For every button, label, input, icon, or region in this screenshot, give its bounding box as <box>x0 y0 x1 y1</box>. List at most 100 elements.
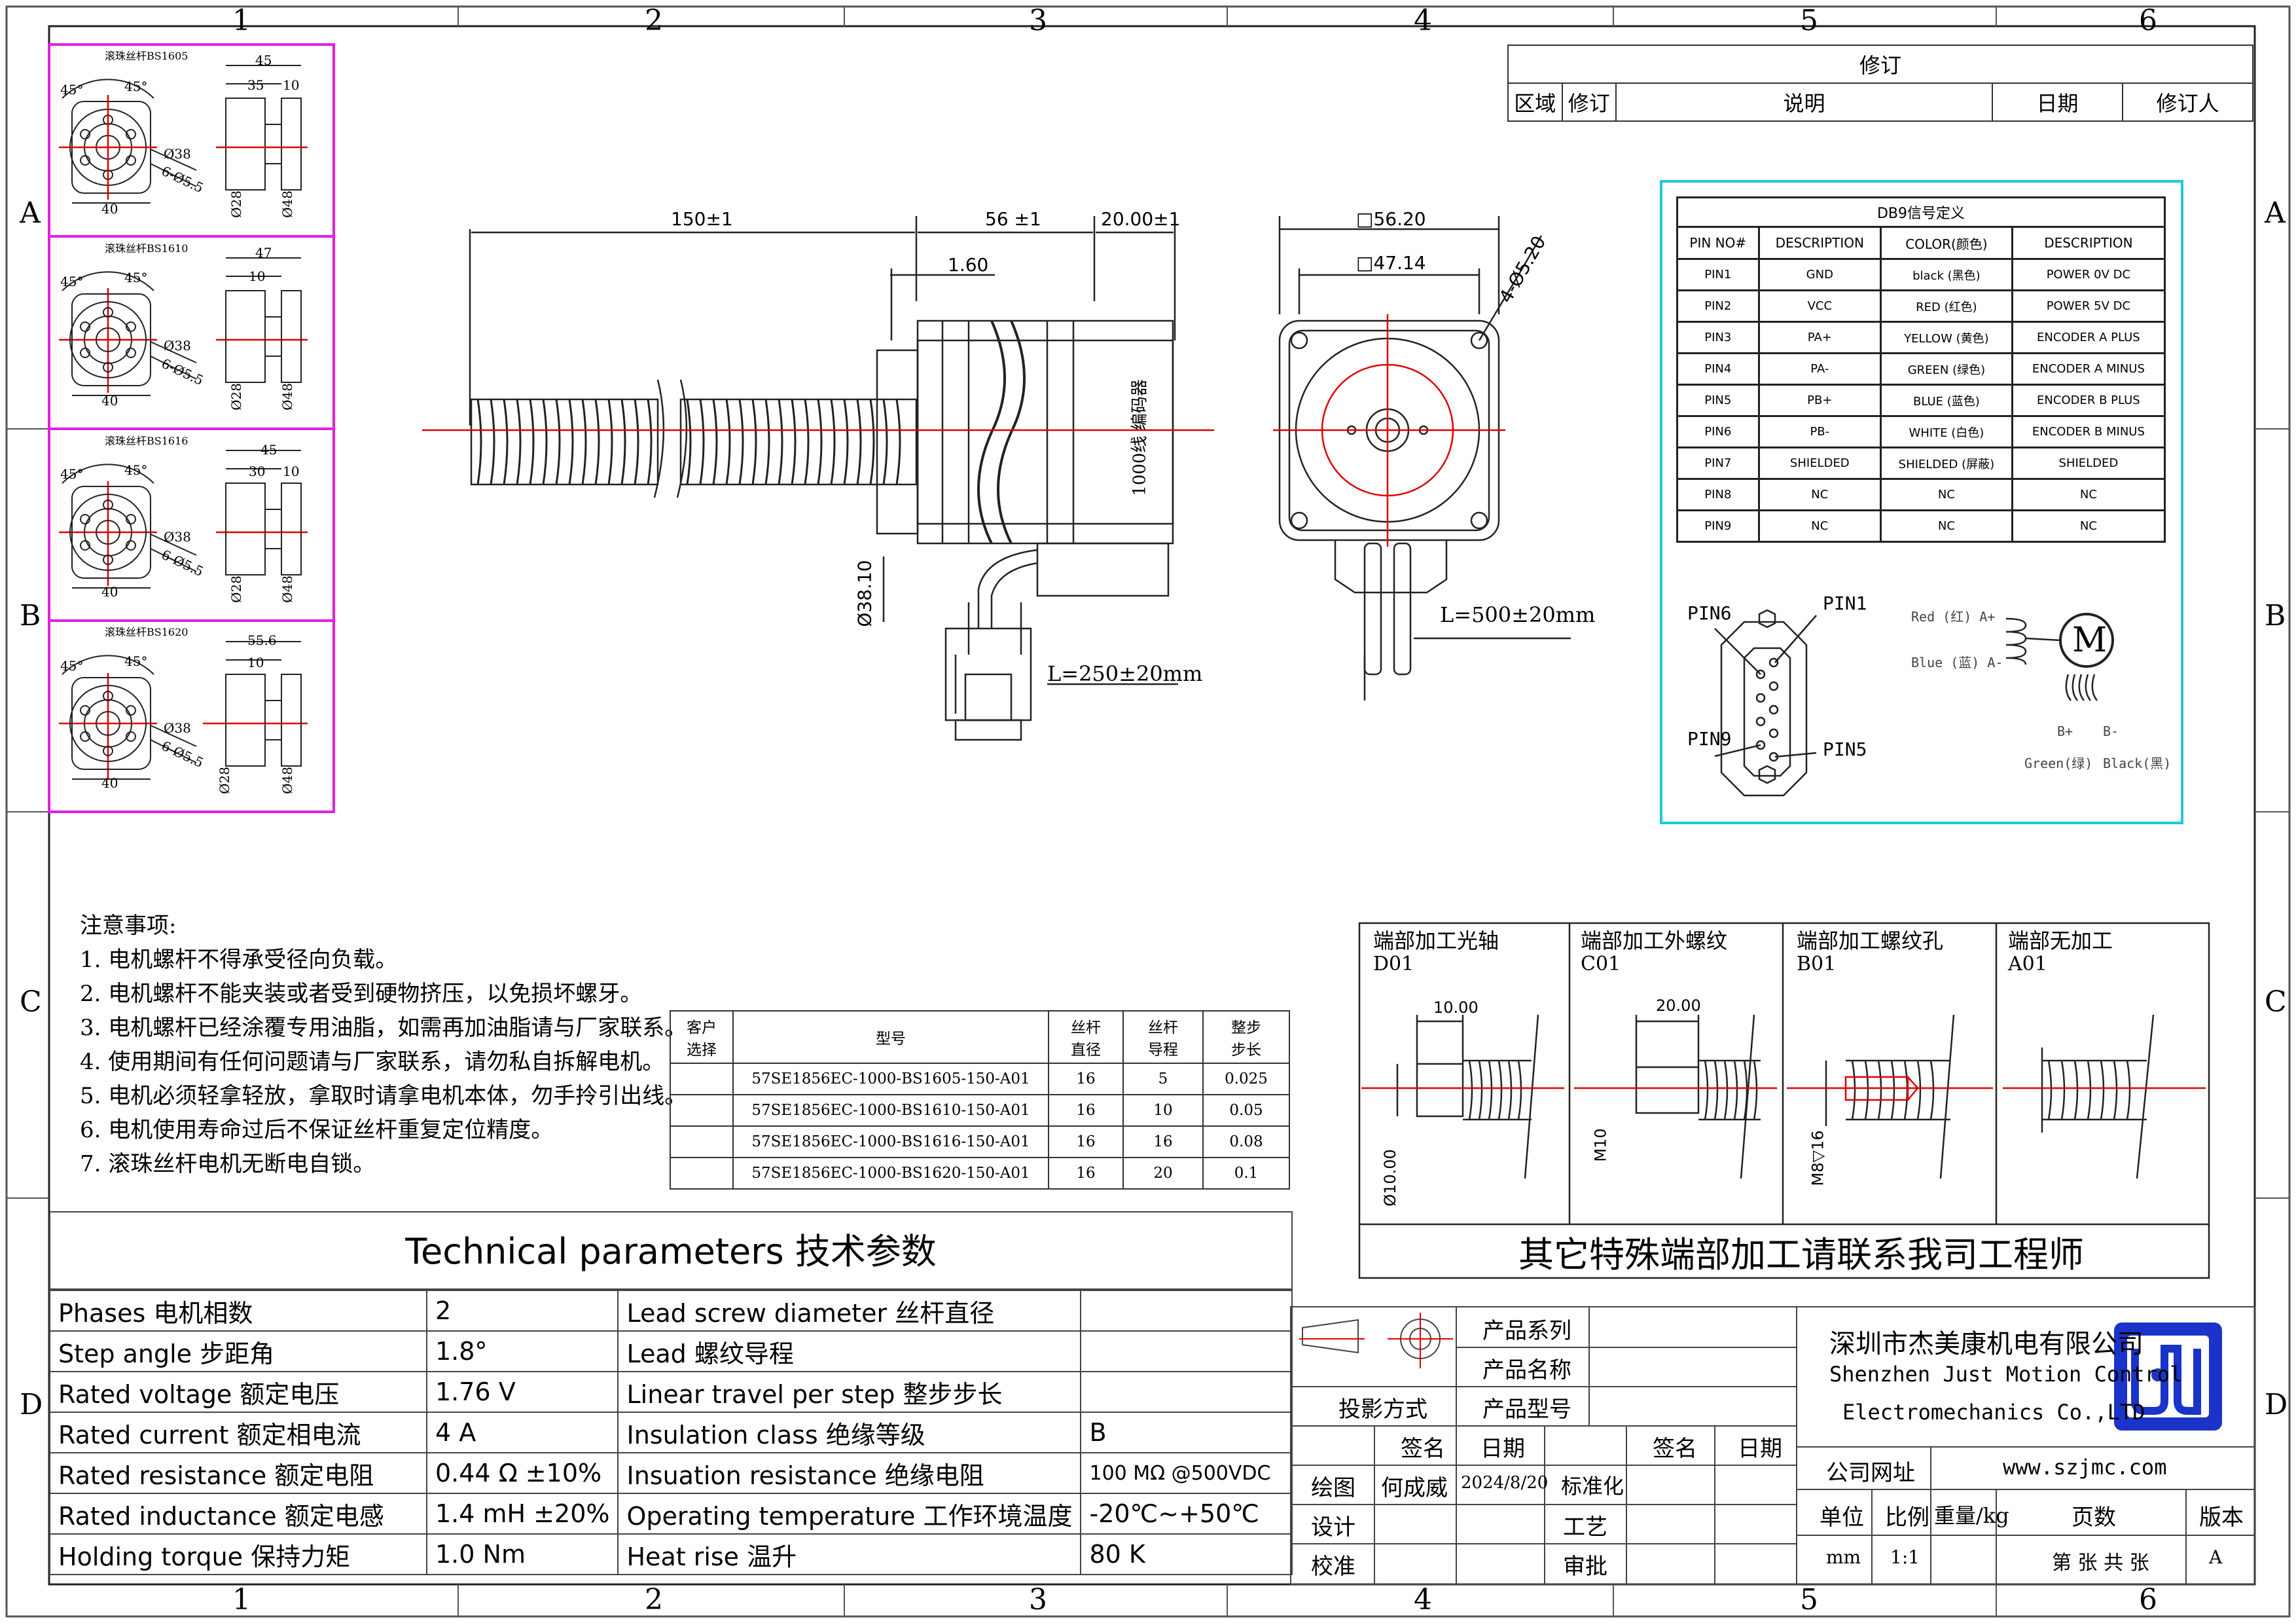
model-cell[interactable] <box>670 1094 734 1127</box>
motor-symbol: M <box>2072 621 2108 660</box>
db9-cell: SHIELDED <box>2011 447 2166 480</box>
end-opt-title-d01: 端部加工光轴 <box>1373 928 1499 953</box>
variant-d1-2: Ø38 <box>164 338 191 354</box>
variant-dim-3b: 30 <box>249 464 266 479</box>
revision-table: 修订 区域 修订 说明 日期 修订人 <box>1507 45 2253 122</box>
db9-cell: PIN3 <box>1676 321 1760 354</box>
model-cell[interactable] <box>670 1063 734 1095</box>
note-item: 1. 电机螺杆不得承受径向负载。 <box>80 947 398 973</box>
row-label-b-r: B <box>2265 599 2286 632</box>
tech-label: Phases 电机相数 <box>49 1290 427 1332</box>
pin-label-6: PIN6 <box>1687 602 1732 624</box>
tb-draw-date: 2024/8/20 <box>1461 1473 1549 1493</box>
variant-d1-3: Ø38 <box>164 529 191 545</box>
db9-frame <box>1660 180 2183 824</box>
col-label-3: 3 <box>1029 4 1047 37</box>
db9-cell: PB- <box>1757 415 1882 448</box>
tb-draw: 绘图 <box>1311 1475 1355 1501</box>
tech-label: Rated voltage 额定电压 <box>49 1371 427 1413</box>
tech-label: Holding torque 保持力矩 <box>49 1533 427 1575</box>
variant-dim-3c: 10 <box>283 464 300 479</box>
tech-label: Operating temperature 工作环境温度 <box>617 1493 1082 1535</box>
db9-cell: BLUE (蓝色) <box>1880 384 2013 417</box>
revision-header-date: 日期 <box>1992 82 2123 122</box>
tech-label: Insuation resistance 绝缘电阻 <box>617 1452 1082 1494</box>
model-cell: 16 <box>1048 1157 1124 1190</box>
variant-dim-2a: 47 <box>255 245 272 261</box>
tech-title: Technical parameters 技术参数 <box>49 1211 1293 1290</box>
db9-signal-table: DB9信号定义 PIN NO# DESCRIPTION COLOR(颜色) DE… <box>1676 196 2166 543</box>
pages-value: 第 张 共 张 <box>2052 1552 2149 1575</box>
col-label-6: 6 <box>2139 4 2157 37</box>
tb-sign2: 签名 <box>1653 1436 1697 1462</box>
col-label-2: 2 <box>645 4 663 37</box>
motor-side-view <box>469 216 1178 741</box>
col-label-4b: 4 <box>1414 1583 1432 1616</box>
note-item: 4. 使用期间有任何问题请与厂家联系，请勿私自拆解电机。 <box>80 1049 665 1075</box>
tech-value: B <box>1080 1412 1293 1453</box>
db9-header-color: COLOR(颜色) <box>1880 226 2013 260</box>
db9-cell: POWER 5V DC <box>2011 289 2166 323</box>
dim-end-length: 20.00±1 <box>1101 208 1181 230</box>
end-opt-dim1-d01: 10.00 <box>1433 998 1479 1017</box>
tb-date2: 日期 <box>1738 1436 1782 1462</box>
model-cell[interactable] <box>670 1157 734 1190</box>
model-cell: 57SE1856EC-1000-BS1605-150-A01 <box>732 1063 1049 1095</box>
tech-value: 1.0 Nm <box>425 1533 619 1575</box>
tech-label: Lead 螺纹导程 <box>617 1330 1082 1372</box>
db9-cell: PIN5 <box>1676 384 1760 417</box>
db9-cell: NC <box>2011 478 2166 511</box>
dim-total-length: 150±1 <box>671 208 733 230</box>
tb-product-model: 产品型号 <box>1482 1396 1571 1423</box>
website[interactable]: www.szjmc.com <box>2003 1455 2167 1480</box>
model-cell: 57SE1856EC-1000-BS1616-150-A01 <box>732 1125 1049 1158</box>
row-label-b: B <box>20 599 41 632</box>
col-label-2b: 2 <box>645 1583 663 1616</box>
model-cell: 0.08 <box>1202 1125 1290 1158</box>
db9-cell: PIN8 <box>1676 478 1760 511</box>
pin-label-5: PIN5 <box>1823 739 1867 760</box>
tech-value: 100 MΩ @500VDC <box>1080 1452 1293 1494</box>
db9-cell: PA+ <box>1757 321 1882 354</box>
db9-connector-drawing <box>1714 609 2114 797</box>
variant-bottom-2: 40 <box>101 393 118 409</box>
revision-header-area: 区域 <box>1507 82 1563 122</box>
note-item: 2. 电机螺杆不能夹装或者受到硬物挤压，以免损坏螺牙。 <box>80 981 643 1007</box>
version-label: 版本 <box>2199 1504 2244 1531</box>
db9-cell: PB+ <box>1757 384 1882 417</box>
variant-dim-1c: 10 <box>283 77 300 93</box>
tech-label: Lead screw diameter 丝杆直径 <box>617 1290 1082 1332</box>
variant-angle-2b: 45° <box>124 270 148 285</box>
model-cell[interactable] <box>670 1125 734 1158</box>
cable-length-short: L=250±20mm <box>1047 661 1203 686</box>
pages-label: 页数 <box>2072 1504 2116 1531</box>
end-opt-dim1-c01: 20.00 <box>1656 996 1701 1015</box>
variant-v2-1: Ø48 <box>279 191 295 218</box>
variant-angle-4b: 45° <box>124 653 148 669</box>
motor-blue-label: Blue (蓝) A- <box>1911 655 2003 670</box>
db9-cell: PIN1 <box>1676 258 1760 291</box>
col-label-6b: 6 <box>2139 1583 2157 1616</box>
db9-cell: PIN2 <box>1676 289 1760 323</box>
tb-check: 校准 <box>1311 1554 1355 1580</box>
motor-front-view <box>1278 216 1571 701</box>
dim-outer-square: □56.20 <box>1356 208 1426 230</box>
variant-angle-2a: 45° <box>60 274 84 289</box>
motor-green: Green(绿) <box>2024 756 2093 771</box>
motor-bplus: B+ <box>2057 723 2073 739</box>
model-cell: 0.05 <box>1202 1094 1290 1127</box>
model-cell: 16 <box>1122 1125 1204 1158</box>
row-label-c-r: C <box>2265 985 2287 1019</box>
tech-label: Rated inductance 额定电感 <box>49 1493 427 1535</box>
model-header-diameter: 丝杆 直径 <box>1048 1010 1124 1064</box>
unit-value: mm <box>1826 1546 1861 1568</box>
end-opt-code-c01: C01 <box>1581 953 1621 976</box>
notes-block: 注意事项: 1. 电机螺杆不得承受径向负载。 2. 电机螺杆不能夹装或者受到硬物… <box>80 909 687 1181</box>
row-label-a: A <box>20 196 41 230</box>
db9-title: DB9信号定义 <box>1676 196 2166 228</box>
tech-label: Rated current 额定相电流 <box>49 1412 427 1453</box>
variant-bottom-3: 40 <box>101 584 118 600</box>
company-name-en1: Shenzhen Just Motion Control <box>1829 1362 2183 1387</box>
db9-cell: YELLOW (黄色) <box>1880 321 2013 354</box>
model-cell: 16 <box>1048 1125 1124 1158</box>
